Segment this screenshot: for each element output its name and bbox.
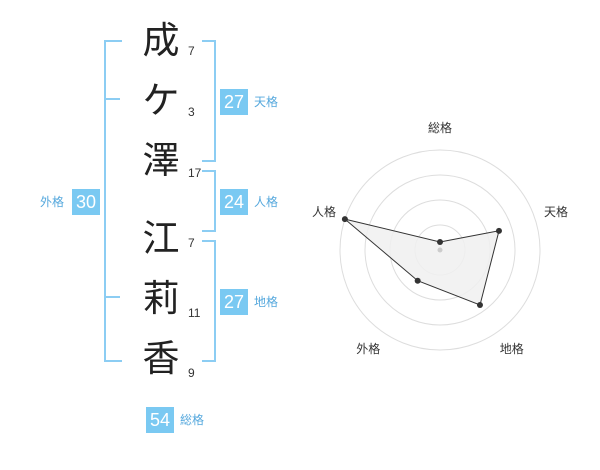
chikaku-label: 地格: [254, 295, 279, 309]
jinkaku-bracket: [202, 170, 216, 232]
jinkaku-label: 人格: [254, 195, 279, 209]
surname-char-2: ケ: [142, 79, 180, 122]
given-char-3: 香: [142, 337, 180, 380]
gaikaku-value: 30: [72, 189, 100, 215]
radar-label-soukaku: 総格: [428, 121, 453, 135]
soukaku-value: 54: [146, 407, 174, 433]
gaikaku-bracket: [104, 40, 122, 362]
radar-point-1: [495, 227, 502, 234]
radar-label-gaikaku: 外格: [356, 341, 381, 356]
soukaku-label: 総格: [180, 413, 205, 427]
chikaku-bracket: [202, 240, 216, 362]
radar-polygon: [344, 218, 500, 306]
radar-label-jinkaku: 人格: [311, 205, 336, 220]
surname-char-1: 成: [142, 19, 180, 62]
chikaku-value: 27: [220, 289, 248, 315]
surname-char-3: 澤: [142, 139, 180, 182]
given-char-2: 莉: [142, 277, 180, 320]
tenkaku-value: 27: [220, 89, 248, 115]
radar-point-3: [414, 277, 421, 284]
gaikaku-label: 外格: [40, 195, 65, 209]
radar-label-chikaku: 地格: [499, 341, 524, 356]
surname-strokes-2: 3: [188, 105, 195, 119]
radar-point-4: [341, 216, 348, 223]
surname-strokes-1: 7: [188, 44, 195, 58]
given-char-1: 江: [142, 217, 180, 260]
radar-center-dot: [437, 247, 443, 253]
given-strokes-3: 9: [188, 366, 195, 380]
surname-strokes-3: 17: [188, 166, 202, 180]
jinkaku-value: 24: [220, 189, 248, 215]
radar-label-tenkaku: 天格: [544, 205, 569, 220]
radar-ring: [339, 149, 541, 351]
tenkaku-label: 天格: [254, 95, 279, 109]
radar-point-0: [437, 239, 443, 245]
tenkaku-bracket: [202, 40, 216, 162]
given-strokes-2: 11: [188, 306, 201, 320]
bracket-tick: [106, 296, 120, 298]
radar-point-2: [476, 302, 483, 309]
bracket-tick: [106, 98, 120, 100]
radar-ring: [364, 174, 516, 326]
given-strokes-1: 7: [188, 236, 195, 250]
